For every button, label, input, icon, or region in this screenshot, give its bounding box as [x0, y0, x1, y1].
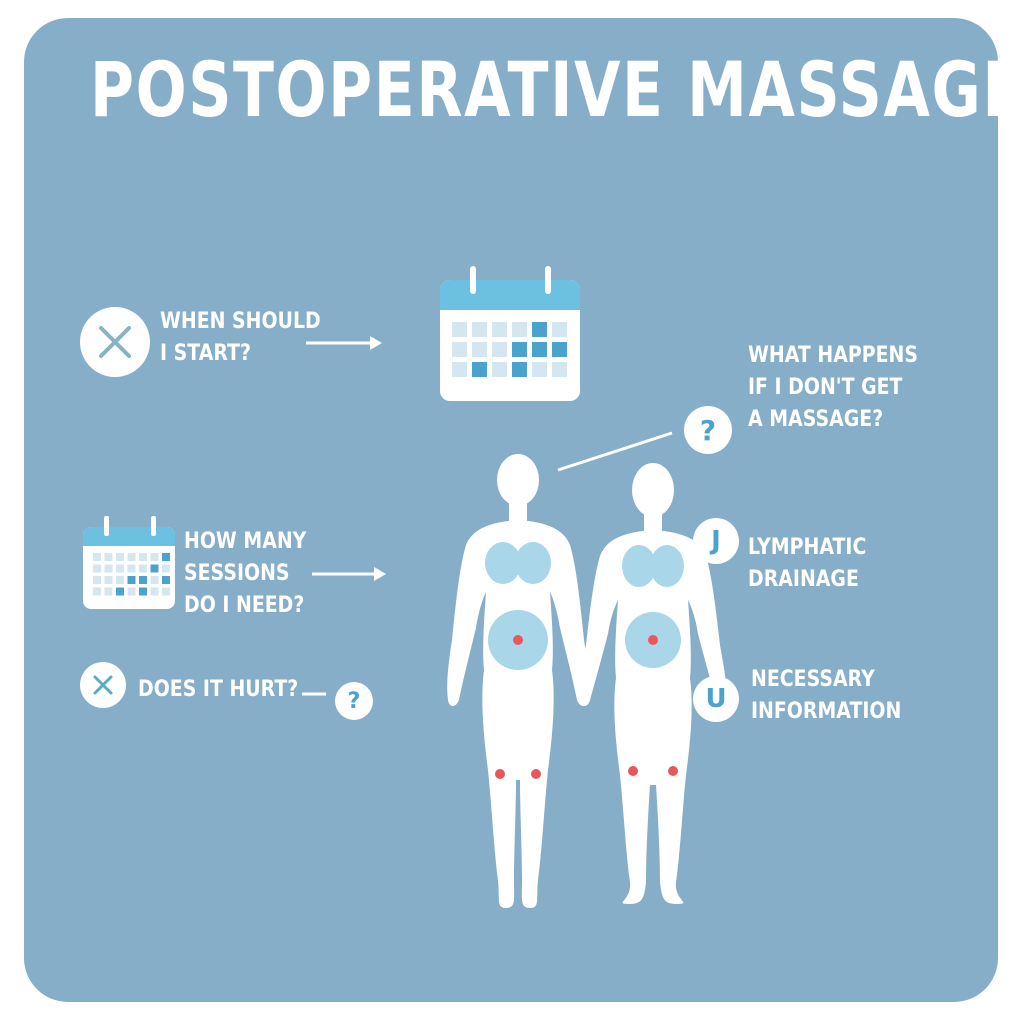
calendar-day-cell	[512, 362, 527, 377]
question-line: IF I DON'T GET	[748, 375, 903, 400]
calendar-day-cell	[512, 342, 527, 357]
calendar-day-cell	[472, 322, 487, 337]
calendar-day-cell	[127, 576, 136, 584]
calendar-day-cell	[139, 564, 147, 573]
calendar-day-cell	[472, 342, 487, 357]
calendar-day-cell	[150, 564, 159, 573]
topic-necessary-information: NECESSARY INFORMATION	[751, 664, 901, 728]
calendar-day-cell	[116, 553, 124, 561]
pointer-line	[557, 431, 673, 472]
calendar-day-cell	[116, 564, 124, 573]
calendar-day-cell	[93, 564, 101, 573]
arrow-right-icon	[312, 567, 386, 581]
calendar-day-cell	[492, 342, 507, 357]
calendar-day-cell	[116, 576, 124, 584]
question-does-it-hurt: DOES IT HURT?	[138, 674, 298, 706]
calendar-day-cell	[104, 564, 113, 573]
close-icon[interactable]	[80, 662, 126, 708]
question-line: DO I NEED?	[184, 593, 305, 618]
topic-lymphatic-drainage: LYMPHATIC DRAINAGE	[748, 532, 866, 596]
topic-line: LYMPHATIC	[748, 535, 867, 560]
calendar-day-cell	[116, 587, 124, 596]
calendar-icon	[83, 516, 175, 609]
calendar-day-cell	[552, 342, 567, 357]
question-line: WHAT HAPPENS	[748, 343, 918, 368]
calendar-day-cell	[104, 576, 113, 584]
calendar-day-cell	[162, 576, 170, 584]
question-line: DOES IT HURT?	[138, 677, 299, 702]
calendar-day-cell	[162, 553, 170, 561]
calendar-day-cell	[492, 322, 507, 337]
page-title: POSTOPERATIVE MASSAGES	[90, 45, 1024, 134]
calendar-day-cell	[162, 564, 170, 573]
calendar-day-cell	[93, 576, 101, 584]
topic-line: DRAINAGE	[748, 567, 859, 592]
calendar-day-cell	[139, 553, 147, 561]
calendar-day-cell	[127, 564, 136, 573]
topic-line: INFORMATION	[751, 699, 902, 724]
question-icon[interactable]: ?	[335, 682, 373, 720]
question-icon[interactable]: ?	[684, 406, 732, 454]
calendar-day-cell	[472, 362, 487, 377]
calendar-day-cell	[552, 362, 567, 377]
arrow-right-icon	[306, 336, 382, 350]
calendar-day-cell	[93, 587, 101, 596]
calendar-day-cell	[104, 587, 113, 596]
calendar-day-cell	[150, 553, 159, 561]
calendar-day-cell	[552, 322, 567, 337]
calendar-day-cell	[512, 322, 527, 337]
calendar-day-cell	[150, 576, 159, 584]
calendar-day-cell	[532, 362, 547, 377]
calendar-day-cell	[104, 553, 113, 561]
question-line: HOW MANY	[184, 529, 307, 554]
question-line: A MASSAGE?	[748, 407, 884, 432]
calendar-day-cell	[492, 362, 507, 377]
topic-line: NECESSARY	[751, 667, 875, 692]
information-badge[interactable]: U	[693, 676, 739, 722]
calendar-day-cell	[139, 576, 147, 584]
calendar-day-cell	[532, 322, 547, 337]
question-what-happens: WHAT HAPPENS IF I DON'T GET A MASSAGE?	[748, 340, 918, 436]
question-line: I START?	[160, 341, 251, 366]
calendar-day-cell	[452, 362, 467, 377]
lymphatic-badge[interactable]: J	[693, 518, 739, 564]
calendar-day-cell	[452, 322, 467, 337]
calendar-day-cell	[93, 553, 101, 561]
body-figure-left	[447, 454, 589, 908]
calendar-day-cell	[139, 587, 147, 596]
question-line: WHEN SHOULD	[160, 309, 321, 334]
question-when-start: WHEN SHOULD I START?	[160, 306, 321, 370]
calendar-day-cell	[127, 553, 136, 561]
question-line: SESSIONS	[184, 561, 290, 586]
calendar-day-cell	[127, 587, 136, 596]
calendar-day-cell	[452, 342, 467, 357]
body-figure-right	[579, 463, 727, 904]
question-how-many-sessions: HOW MANY SESSIONS DO I NEED?	[184, 526, 306, 622]
calendar-day-cell	[150, 587, 159, 596]
close-icon[interactable]	[80, 307, 150, 377]
calendar-icon	[440, 266, 580, 401]
calendar-day-cell	[162, 587, 170, 596]
calendar-day-cell	[532, 342, 547, 357]
